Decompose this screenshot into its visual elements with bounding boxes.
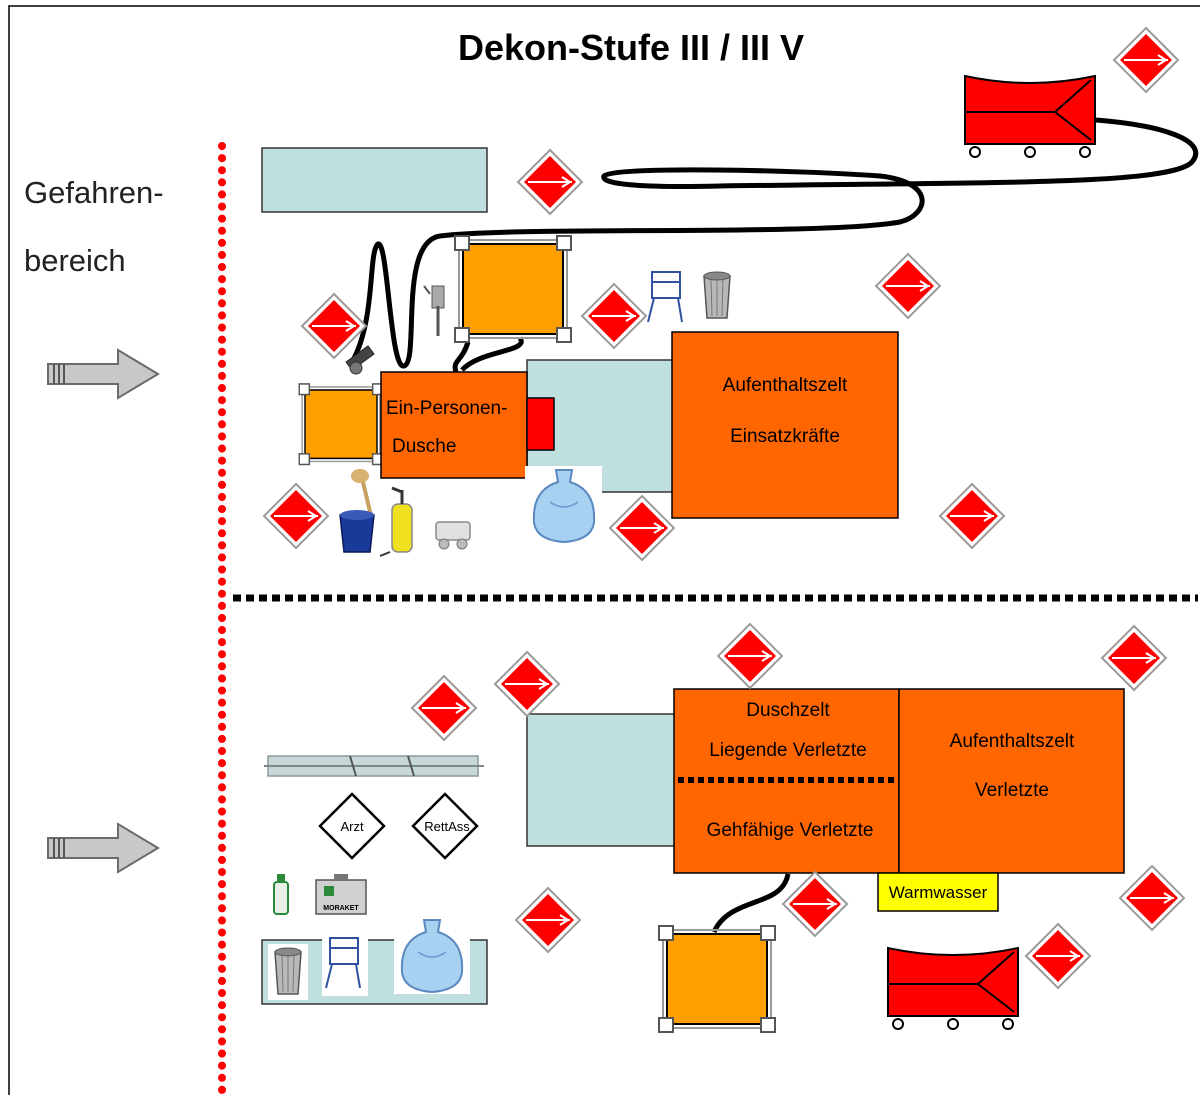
spray-nozzle-icon [423,285,445,336]
paramedic-sign: RettAss [411,792,479,860]
rest-tent-injured [898,688,1125,874]
entry-arrow-upper [47,349,159,399]
rest-tent-responders-label-1: Aufenthaltszelt [723,375,848,396]
stretcher-icon [264,755,484,777]
water-tank-upper-top [454,235,572,343]
hazard-marker [263,483,329,549]
trash-bin-icon-upper [703,271,731,319]
paramedic-sign-label: RettAss [424,819,470,834]
doctor-sign: Arzt [318,792,386,860]
rest-tent-responders-label-2: Einsatzkräfte [730,426,840,447]
shower-tent-label-1: Duschzelt [746,700,830,721]
hazard-marker [515,887,581,953]
hazard-marker [1113,27,1179,93]
hazard-marker [581,283,647,349]
rest-tent-injured-label-1: Aufenthaltszelt [950,731,1075,752]
trash-bin-icon-lower [268,944,308,1000]
bag-stand-icon-lower [322,930,368,996]
eye-wash-bottle-icon [273,874,289,915]
hazard-marker [1025,923,1091,989]
pump-icon [435,521,471,550]
shower-heater-unit [526,397,555,451]
shower-tent-label-2: Liegende Verletzte [709,740,866,761]
hazard-marker [1119,865,1185,931]
tank-hose-lower [711,873,791,934]
shower-label-line2: Dusche [392,436,456,457]
danger-zone-label-line2: bereich [24,243,126,278]
heater-hose-upper [349,117,1199,369]
tank-hose-upper-2 [460,336,524,372]
shower-tent-label-3: Gehfähige Verletzte [707,820,874,841]
equipment-area-upper [261,147,488,213]
bag-stand-icon-upper [647,271,683,323]
hazard-marker [494,651,560,717]
first-aid-kit-icon: MORAKET [315,874,367,915]
aid-kit-label: MORAKET [323,905,359,912]
hazard-marker [875,253,941,319]
hazard-marker [717,623,783,689]
rest-tent-injured-label-2: Verletzte [975,780,1049,801]
warm-water-label: Warmwasser [889,883,988,902]
waste-bag-icon-lower [394,918,470,994]
transition-area-lower [526,713,676,847]
waste-bag-icon-upper [525,466,602,546]
sprayer-icon [379,486,413,557]
single-person-shower [380,371,528,479]
heater-upper [964,75,1096,158]
heater-lower [887,947,1019,1030]
tank-hose-upper [452,341,471,373]
diagram-title: Dekon-Stufe III / III V [458,27,804,68]
hazard-marker [939,483,1005,549]
rest-tent-responders [671,331,899,519]
hazard-marker [1101,625,1167,691]
water-tank-lower [658,925,776,1033]
shower-head-icon [345,345,375,375]
hazard-marker [609,495,675,561]
shower-label-line1: Ein-Personen- [386,398,507,419]
doctor-sign-label: Arzt [340,819,364,834]
bucket-icon [339,510,375,553]
hazard-marker [782,871,848,937]
hazard-marker [411,675,477,741]
danger-zone-label-line1: Gefahren- [24,175,164,210]
warm-water-box [877,872,999,912]
water-tank-upper-left [298,383,384,466]
entry-arrow-lower [47,823,159,873]
outer-frame [8,5,1200,1095]
hazard-marker [517,149,583,215]
